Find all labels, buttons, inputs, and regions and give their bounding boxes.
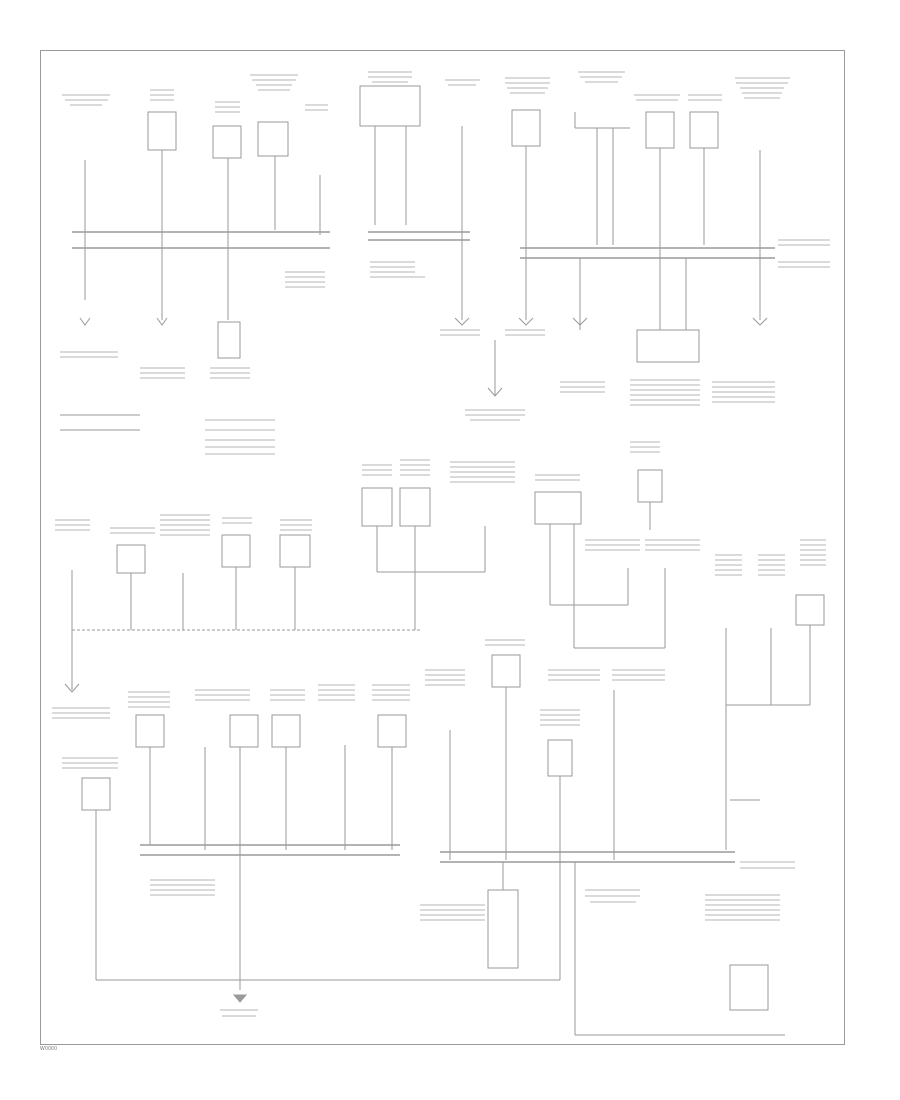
component-box	[511, 109, 541, 147]
component-box	[279, 534, 311, 568]
component-box	[636, 329, 700, 363]
component-box	[229, 714, 259, 748]
top-right-ground-group	[511, 109, 775, 363]
ground-terminals	[79, 317, 768, 326]
component-box	[645, 111, 675, 149]
component-box	[361, 487, 393, 527]
top-left-ground-group	[60, 111, 330, 431]
component-box	[399, 487, 431, 527]
component-box	[795, 594, 825, 626]
component-box	[147, 111, 177, 151]
diagram-frame	[40, 50, 845, 1045]
component-box	[534, 491, 582, 525]
component-box	[257, 121, 289, 157]
annotation-text-blocks	[52, 71, 830, 1017]
component-box	[217, 321, 241, 359]
middle-center-ground-group	[361, 487, 486, 630]
component-box	[359, 85, 421, 127]
component-box	[487, 889, 519, 969]
component-box	[81, 777, 111, 811]
middle-left-ground-group	[64, 534, 420, 693]
component-box	[116, 544, 146, 574]
component-box	[377, 714, 407, 748]
component-box	[212, 125, 242, 159]
component-box	[729, 964, 769, 1011]
diagram-code: W0000	[40, 1046, 58, 1052]
component-box	[271, 714, 301, 748]
component-box	[135, 714, 165, 748]
bottom-right-ground-group	[440, 654, 785, 1036]
component-box	[689, 111, 719, 149]
component-box	[221, 534, 251, 568]
top-center-ground-group	[359, 85, 503, 397]
component-box	[547, 739, 573, 777]
component-box	[637, 469, 663, 503]
middle-right-ground-group	[534, 469, 825, 850]
bottom-left-ground-group	[81, 714, 560, 1003]
component-box	[491, 654, 521, 688]
